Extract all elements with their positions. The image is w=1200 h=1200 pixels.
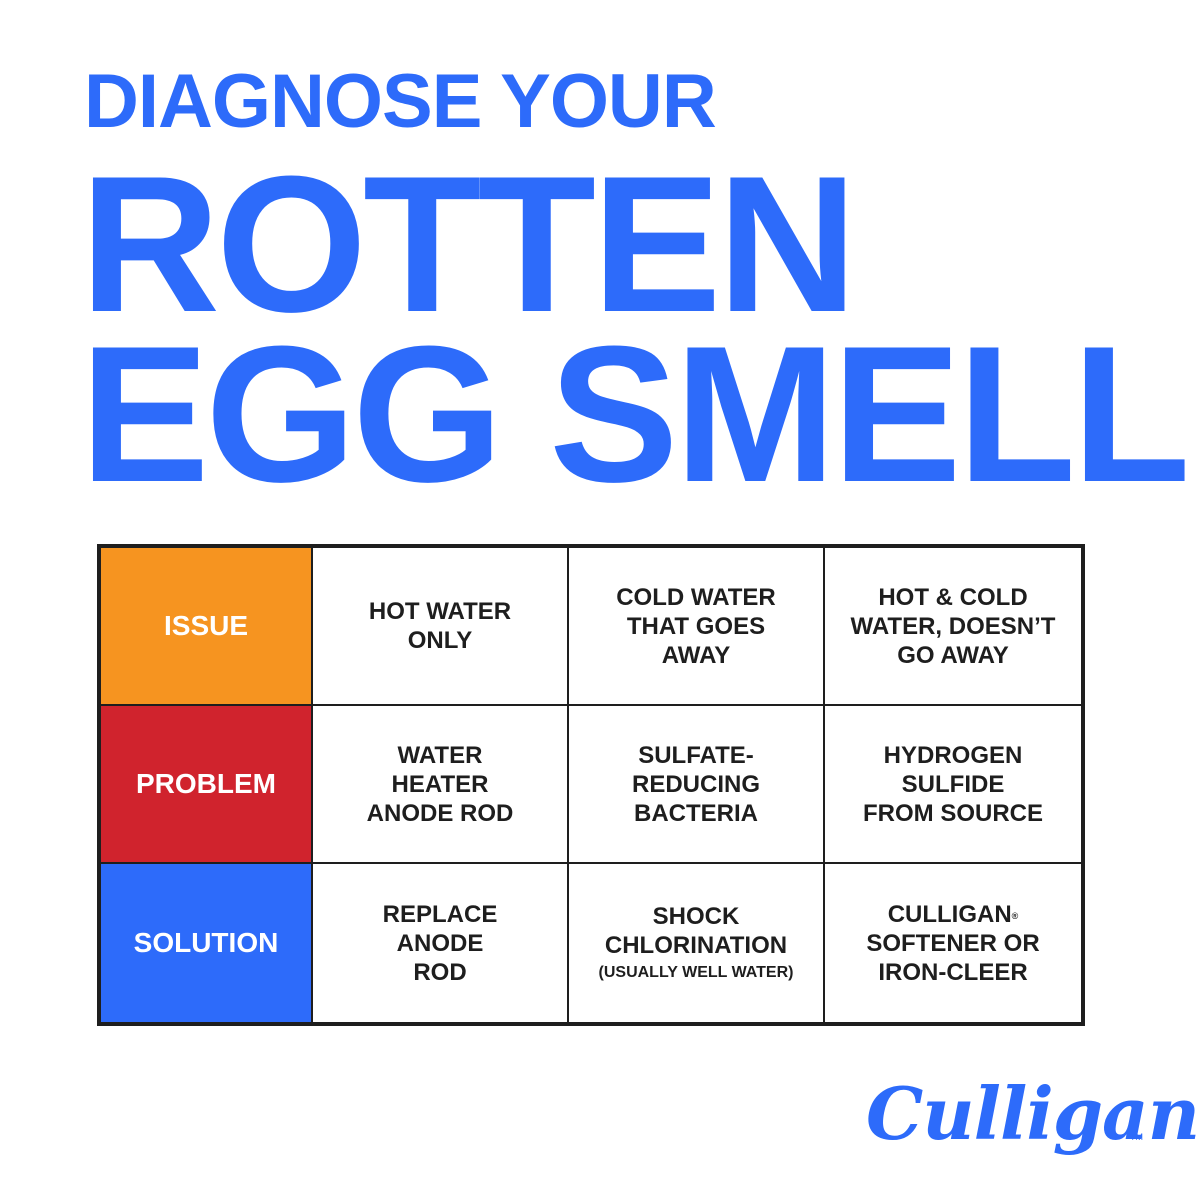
subtitle: DIAGNOSE YOUR	[84, 59, 717, 144]
cell-line: SOFTENER OR	[866, 929, 1040, 957]
cell-line: HYDROGEN	[883, 741, 1023, 769]
table-cell: CULLIGAN® SOFTENER OR IRON-CLEER	[825, 864, 1081, 1022]
cell-line: REPLACE	[382, 900, 498, 928]
cell-line-text: CULLIGAN	[887, 900, 1012, 928]
trademark-mark: TM	[1130, 1132, 1143, 1142]
table-cell: SULFATE- REDUCING BACTERIA	[569, 706, 825, 864]
registered-mark: ®	[1011, 910, 1019, 921]
row-label-text: PROBLEM	[136, 768, 276, 799]
cell-line: IRON-CLEER	[878, 958, 1028, 986]
cell-line: CULLIGAN®	[888, 900, 1019, 929]
table-cell: COLD WATER THAT GOES AWAY	[569, 548, 825, 706]
cell-line: COLD WATER	[616, 583, 776, 611]
cell-line: REDUCING	[631, 770, 760, 798]
cell-line: AWAY	[661, 641, 731, 669]
cell-line: ANODE	[396, 929, 484, 957]
cell-line: ROD	[413, 958, 467, 986]
cell-line: ANODE ROD	[366, 799, 514, 827]
cell-line: WATER, DOESN’T	[850, 612, 1056, 640]
cell-line: HOT WATER	[368, 598, 512, 625]
row-label-text: SOLUTION	[133, 927, 279, 958]
cell-line: BACTERIA	[634, 799, 758, 827]
row-label-problem: PROBLEM	[101, 706, 313, 864]
row-label-text: ISSUE	[163, 610, 249, 641]
table-cell: HYDROGEN SULFIDE FROM SOURCE	[825, 706, 1081, 864]
row-label-solution: SOLUTION	[101, 864, 313, 1022]
cell-line: GO AWAY	[897, 641, 1009, 669]
table-cell: REPLACE ANODE ROD	[313, 864, 569, 1022]
cell-note: (USUALLY WELL WATER)	[598, 964, 794, 981]
table-cell: SHOCK CHLORINATION (USUALLY WELL WATER)	[569, 864, 825, 1022]
cell-line: ONLY	[407, 627, 473, 654]
table-cell: WATER HEATER ANODE ROD	[313, 706, 569, 864]
cell-line: FROM SOURCE	[863, 799, 1043, 827]
table-cell: HOT WATER ONLY	[313, 548, 569, 706]
cell-line: HOT & COLD	[878, 583, 1028, 611]
culligan-logo: Culligan TM	[866, 1064, 1200, 1174]
diagnosis-table: ISSUE HOT WATER ONLY COLD WATER THAT GOE…	[97, 544, 1085, 1026]
cell-line: CHLORINATION	[604, 932, 788, 959]
logo-wordmark: Culligan	[866, 1071, 1200, 1156]
table-cell: HOT & COLD WATER, DOESN’T GO AWAY	[825, 548, 1081, 706]
cell-line: THAT GOES	[626, 612, 766, 640]
cell-line: SULFATE-	[638, 741, 754, 769]
cell-line: SHOCK	[652, 903, 740, 930]
cell-line: WATER	[397, 741, 483, 769]
cell-line: HEATER	[391, 770, 489, 798]
page-title-line-1: ROTTEN	[80, 136, 858, 353]
row-label-issue: ISSUE	[101, 548, 313, 706]
page-title-line-2: EGG SMELL	[80, 306, 1190, 523]
cell-line: SULFIDE	[901, 770, 1005, 798]
